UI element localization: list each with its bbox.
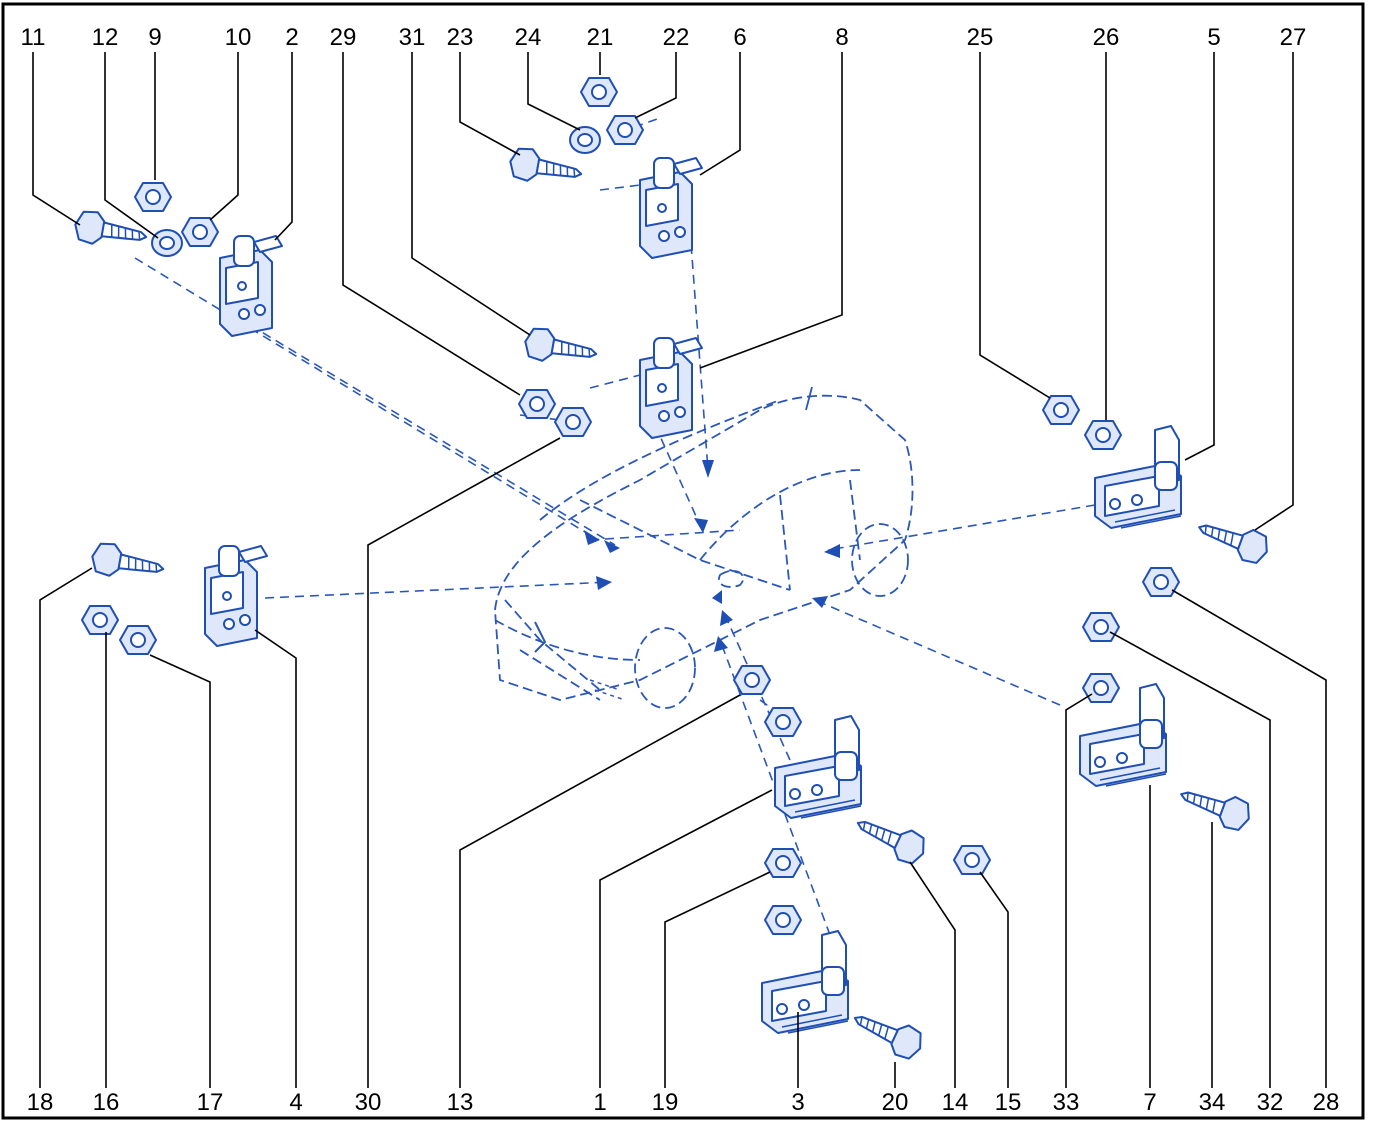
callout-14: 14 <box>942 1089 969 1116</box>
callout-18: 18 <box>27 1089 54 1116</box>
arrow-heads <box>584 460 840 652</box>
hinge-icon <box>204 157 1182 1034</box>
callout-15: 15 <box>995 1089 1022 1116</box>
callout-29: 29 <box>330 24 357 51</box>
callout-9: 9 <box>148 24 161 51</box>
callouts-bottom: 18 16 17 4 30 13 1 19 3 20 14 15 33 7 34… <box>27 1089 1340 1116</box>
callout-34: 34 <box>1199 1089 1226 1116</box>
callout-3: 3 <box>791 1089 804 1116</box>
callout-26: 26 <box>1093 24 1120 51</box>
callout-23: 23 <box>447 24 474 51</box>
callout-20: 20 <box>882 1089 909 1116</box>
diagram-frame <box>1 2 1365 1120</box>
callout-28: 28 <box>1313 1089 1340 1116</box>
callout-7: 7 <box>1143 1089 1156 1116</box>
callout-17: 17 <box>197 1089 224 1116</box>
callout-25: 25 <box>967 24 994 51</box>
nut-icon <box>81 77 1180 935</box>
callout-19: 19 <box>652 1089 679 1116</box>
callout-5: 5 <box>1207 24 1220 51</box>
callout-13: 13 <box>447 1089 474 1116</box>
callout-32: 32 <box>1257 1089 1284 1116</box>
callout-16: 16 <box>93 1089 120 1116</box>
leader-lines-bottom <box>39 437 1327 1088</box>
callout-2: 2 <box>285 24 298 51</box>
callout-24: 24 <box>515 24 542 51</box>
callouts-top: 11 12 9 10 2 29 31 23 24 21 22 6 8 25 26… <box>21 24 1307 51</box>
callout-6: 6 <box>733 24 746 51</box>
callout-27: 27 <box>1280 24 1307 51</box>
vehicle-outline-icon <box>494 386 914 709</box>
callout-1: 1 <box>593 1089 606 1116</box>
callout-4: 4 <box>289 1089 302 1116</box>
leader-lines <box>32 52 1294 531</box>
callout-11: 11 <box>21 24 46 51</box>
callout-30: 30 <box>355 1089 382 1116</box>
callout-8: 8 <box>835 24 848 51</box>
callout-21: 21 <box>587 24 614 51</box>
washer-icon <box>151 126 601 257</box>
callout-31: 31 <box>399 24 426 51</box>
callout-22: 22 <box>663 24 690 51</box>
callout-33: 33 <box>1053 1089 1080 1116</box>
callout-12: 12 <box>92 24 119 51</box>
callout-10: 10 <box>225 24 252 51</box>
